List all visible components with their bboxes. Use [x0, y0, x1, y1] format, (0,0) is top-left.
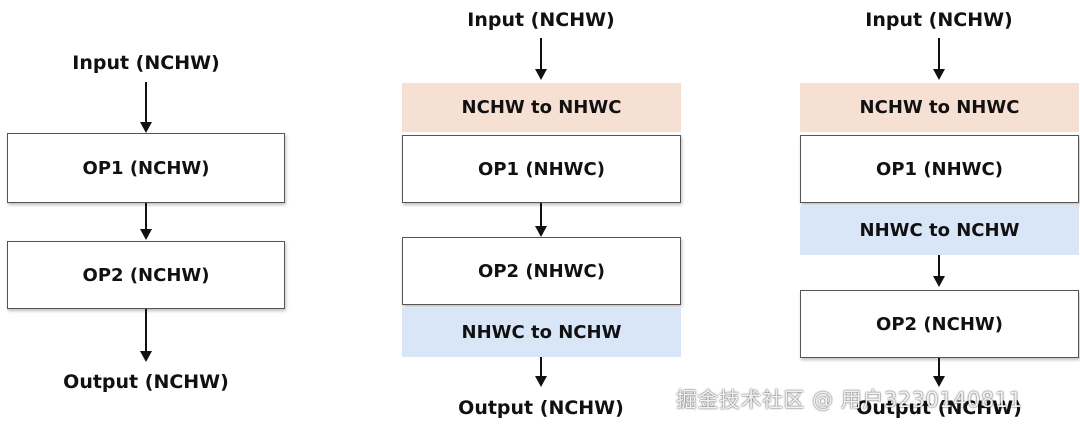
nhwc-to-nchw-box: NHWC to NCHW	[800, 206, 1079, 255]
op2-box: OP2 (NHWC)	[402, 237, 681, 305]
op2-label: OP2 (NCHW)	[82, 264, 210, 286]
nhwc-to-nchw-box: NHWC to NCHW	[402, 308, 681, 357]
nchw-to-nhwc-box: NCHW to NHWC	[800, 83, 1079, 132]
op1-box: OP1 (NHWC)	[800, 135, 1079, 203]
op2-box: OP2 (NCHW)	[800, 290, 1079, 358]
watermark: 掘金技术社区 @ 用户3230140811	[676, 388, 1023, 412]
input-label: Input (NCHW)	[72, 52, 220, 74]
op1-label: OP1 (NHWC)	[478, 158, 605, 180]
op1-box: OP1 (NCHW)	[7, 133, 285, 203]
input-label: Input (NCHW)	[467, 9, 615, 31]
nchw-to-nhwc-box: NCHW to NHWC	[402, 83, 681, 132]
op2-label: OP2 (NCHW)	[876, 313, 1003, 335]
nhwc-to-nchw-label: NHWC to NCHW	[461, 322, 622, 343]
output-label: Output (NCHW)	[856, 397, 1022, 419]
op1-label: OP1 (NHWC)	[876, 158, 1003, 180]
nhwc-to-nchw-label: NHWC to NCHW	[859, 220, 1020, 241]
output-label: Output (NCHW)	[63, 371, 229, 393]
input-label: Input (NCHW)	[865, 9, 1013, 31]
op1-label: OP1 (NCHW)	[82, 157, 210, 179]
op1-box: OP1 (NHWC)	[402, 135, 681, 203]
nchw-to-nhwc-label: NCHW to NHWC	[461, 97, 622, 118]
op2-label: OP2 (NHWC)	[478, 260, 605, 282]
nchw-to-nhwc-label: NCHW to NHWC	[859, 97, 1020, 118]
output-label: Output (NCHW)	[458, 397, 624, 419]
op2-box: OP2 (NCHW)	[7, 241, 285, 309]
